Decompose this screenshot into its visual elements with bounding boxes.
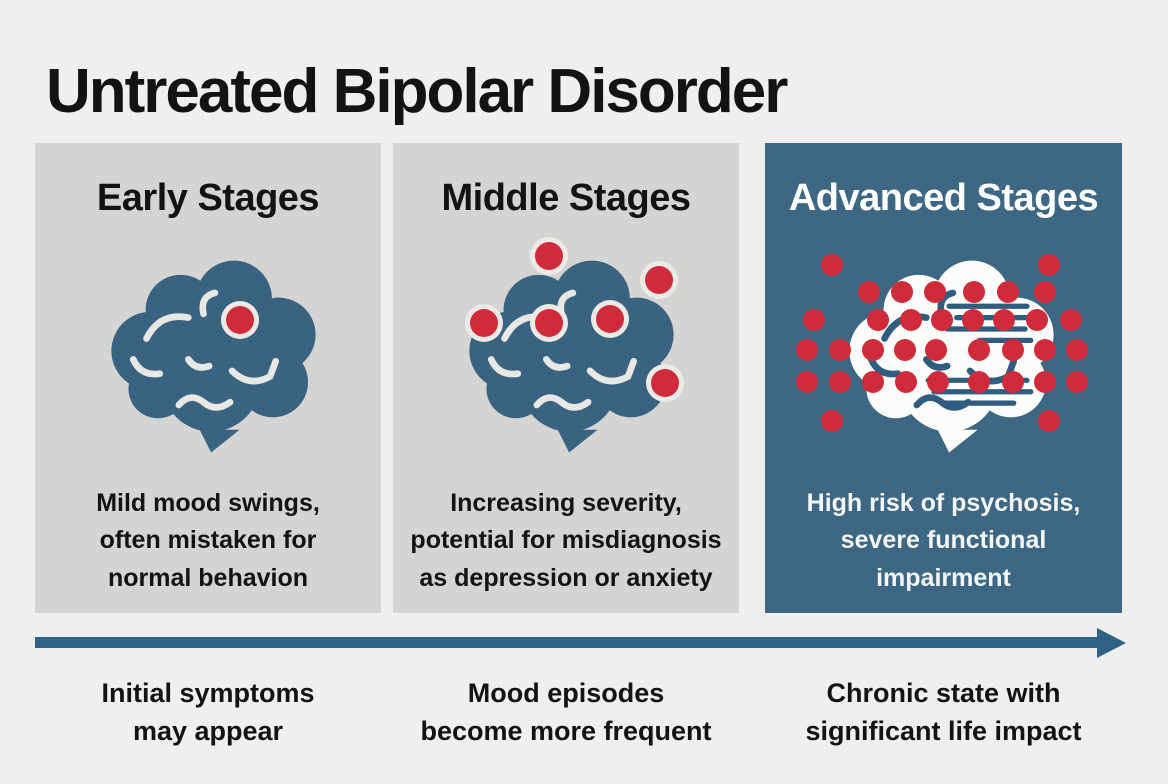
caption-line: Chronic state with xyxy=(826,678,1061,708)
timeline-caption-middle: Mood episodes become more frequent xyxy=(393,674,739,751)
desc-line: potential for misdiagnosis xyxy=(410,526,722,554)
episode-dots xyxy=(465,237,684,402)
desc-line: often mistaken for xyxy=(99,526,317,554)
stage-heading-early: Early Stages xyxy=(96,177,320,219)
desc-line: High risk of psychosis, xyxy=(806,488,1081,517)
caption-line: Initial symptoms xyxy=(101,678,315,708)
caption-line: may appear xyxy=(132,716,284,747)
desc-line: Increasing severity, xyxy=(450,488,682,517)
timeline-caption-early: Initial symptoms may appear xyxy=(35,674,381,751)
stage-heading-advanced: Advanced Stages xyxy=(788,177,1099,219)
brain-icon xyxy=(111,260,316,453)
timeline-arrow xyxy=(35,637,1098,648)
timeline-caption-advanced: Chronic state with significant life impa… xyxy=(765,674,1122,751)
stage-heading-middle: Middle Stages xyxy=(441,177,692,219)
stage-description-advanced: High risk of psychosis, severe functiona… xyxy=(765,485,1122,598)
desc-line: impairment xyxy=(876,563,1011,592)
page-title: Untreated Bipolar Disorder xyxy=(46,57,788,126)
stage-panel-early: Early Stages Mild mood swings, often mis… xyxy=(35,143,381,613)
brain-illustration-early xyxy=(111,260,316,453)
desc-line: Mild mood swings, xyxy=(96,488,320,517)
brain-illustration-advanced xyxy=(796,254,1088,453)
episode-dots xyxy=(221,301,259,339)
caption-line: become more frequent xyxy=(420,716,712,747)
desc-line: severe functional xyxy=(840,526,1047,554)
episode-dots xyxy=(796,254,1088,432)
desc-line: normal behavion xyxy=(107,563,309,592)
caption-line: significant life impact xyxy=(805,716,1082,747)
brain-illustration-middle xyxy=(465,237,684,453)
stage-description-middle: Increasing severity, potential for misdi… xyxy=(393,485,739,598)
stage-panel-advanced: Advanced Stages High risk of psychosis, … xyxy=(765,143,1122,613)
desc-line: as depression or anxiety xyxy=(419,563,713,592)
caption-line: Mood episodes xyxy=(467,678,665,708)
stage-panel-middle: Middle Stages Increasing severity, poten… xyxy=(393,143,739,613)
timeline-arrowhead-icon xyxy=(1097,628,1126,658)
stage-description-early: Mild mood swings, often mistaken for nor… xyxy=(35,485,381,598)
